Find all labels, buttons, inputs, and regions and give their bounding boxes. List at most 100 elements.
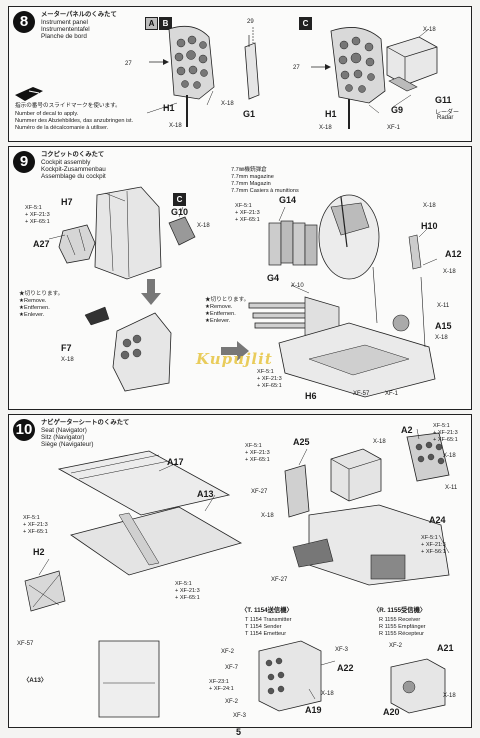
remove-note: ★切りとります。	[19, 291, 64, 297]
step-title-jp: メーターパネルのくみたて	[41, 11, 117, 18]
receiver-name: R 1155 Empfänger	[379, 624, 426, 630]
paint-mix-line: + XF-65:1	[175, 595, 200, 601]
paint-x18-callout: X-18	[221, 101, 234, 107]
paint-x18-callout: X-18	[423, 203, 436, 209]
step-title-fr: Assemblage du cockpit	[41, 173, 106, 180]
paint-xf2-callout: XF-2	[225, 699, 239, 705]
part-g1-label: G1	[243, 109, 256, 119]
paint-x18-callout: X-18	[443, 269, 456, 275]
part-a19-label: A19	[305, 705, 322, 715]
step-title-fr: Siège (Navigateur)	[41, 441, 94, 448]
transmitter-name: T 1154 Sender	[245, 624, 282, 630]
decal-note-en: Number of decal to apply.	[15, 111, 79, 117]
paint-mix-line: + XF-65:1	[235, 217, 260, 223]
paint-mix-line: XF-5:1	[23, 515, 40, 521]
variant-a-badge: A	[145, 17, 158, 30]
paint-xf27-callout: XF-27	[251, 489, 268, 495]
receiver-name: R 1155 Récepteur	[379, 631, 424, 637]
paint-mix-line: + XF-21:3	[421, 542, 446, 548]
part-a13-label: A13	[197, 489, 214, 499]
paint-mix-line: + XF-21:3	[235, 210, 260, 216]
step-title-de: Sitz (Navigator)	[41, 434, 85, 441]
step-title-de: Instrumententafel	[41, 26, 90, 33]
receiver-name: R 1155 Receiver	[379, 617, 421, 623]
step-9-panel: 9 コクピットのくみたて Cockpit assembly Kockpit-Zu…	[8, 146, 472, 410]
paint-x18-callout: X-18	[443, 453, 456, 459]
step-10-panel: 10 ナビゲーターシートのくみたて Seat (Navigator) Sitz …	[8, 414, 472, 728]
paint-mix-line: + XF-21:3	[433, 430, 458, 436]
magazine-label-fr: 7.7mm Casiers à munitions	[231, 188, 299, 194]
part-h2-label: H2	[33, 547, 45, 557]
decal-note-jp: 指示の番号のスライドマークを使います。	[15, 103, 121, 109]
step-title-jp: ナビゲーターシートのくみたて	[41, 419, 130, 426]
part-f7-label: F7	[61, 343, 72, 353]
step-number: 8	[13, 11, 35, 33]
radar-label-en: Radar	[437, 115, 454, 121]
part-h1-label: H1	[163, 103, 175, 113]
paint-xf57-callout: XF-57	[353, 391, 370, 397]
step-title-jp: コクピットのくみたて	[41, 151, 105, 158]
paint-mix-line: + XF-56:1	[421, 549, 446, 555]
paint-x18-callout: X-18	[319, 125, 332, 131]
paint-mix-line: + XF-21:3	[175, 588, 200, 594]
step-title-de: Kockpit-Zusammenbau	[41, 166, 106, 173]
paint-xf1-callout: XF-1	[385, 391, 399, 397]
part-a22-label: A22	[337, 663, 354, 673]
paint-xf2-callout: XF-2	[221, 649, 235, 655]
part-g14-label: G14	[279, 195, 297, 205]
step-8-panel: 8 メーターパネルのくみたて Instrument panel Instrume…	[8, 6, 472, 142]
part-h10-label: H10	[421, 221, 438, 231]
step-title-fr: Planche de bord	[41, 33, 87, 40]
paint-mix-line: + XF-21:3	[257, 376, 282, 382]
paint-x18-callout: X-18	[423, 27, 436, 33]
step-title-en: Instrument panel	[41, 19, 88, 26]
paint-mix-line: + XF-21:3	[25, 212, 50, 218]
part-h7-label: H7	[61, 197, 73, 207]
paint-xf1-callout: XF-1	[387, 125, 401, 131]
paint-xf3-callout: XF-3	[233, 713, 247, 719]
paint-mix-line: XF-5:1	[257, 369, 274, 375]
part-g10-label: G10	[171, 207, 189, 217]
step-number: 9	[13, 151, 35, 173]
paint-mix-line: XF-5:1	[245, 443, 262, 449]
part-27-callout: 27	[293, 65, 300, 71]
remove-note: ★Remove.	[19, 298, 47, 304]
variant-c-badge: C	[299, 17, 312, 30]
paint-mix-line: + XF-21:3	[245, 450, 270, 456]
paint-mix-line: XF-5:1	[235, 203, 252, 209]
variant-c-badge: C	[173, 193, 186, 206]
part-29-callout: 29	[247, 19, 254, 25]
paint-x11-callout: X-11	[445, 485, 458, 491]
paint-x18-callout: X-18	[261, 513, 274, 519]
paint-xf3-callout: XF-3	[335, 647, 349, 653]
paint-mix-line: + XF-65:1	[433, 437, 458, 443]
remove-note: ★Enlever.	[19, 312, 45, 318]
part-a13-reference: 〈A13〉	[23, 677, 48, 684]
paint-mix-line: + XF-65:1	[245, 457, 270, 463]
paint-mix-line: + XF-65:1	[23, 529, 48, 535]
part-a15-label: A15	[435, 321, 452, 331]
paint-x18-callout: X-18	[373, 439, 386, 445]
magazine-label-en: 7.7mm magazine	[231, 174, 274, 180]
cockpit-assembly-diagram	[48, 186, 438, 398]
receiver-title: 〈R. 1155受信機〉	[373, 607, 427, 614]
part-a2-label: A2	[401, 425, 413, 435]
page-number: 5	[236, 727, 242, 737]
paint-mix-line: XF-5:1	[175, 581, 192, 587]
paint-mix-line: XF-23:1	[209, 679, 229, 685]
variant-b-badge: B	[159, 17, 172, 30]
part-g11-label: G11	[435, 95, 452, 105]
part-g4-label: G4	[267, 273, 280, 283]
transmitter-name: T 1154 Emetteur	[245, 631, 287, 637]
paint-x18-callout: X-18	[197, 223, 210, 229]
radar-label-jp: レーダー	[435, 110, 460, 116]
paint-mix-line: + XF-65:1	[25, 219, 50, 225]
remove-note: ★Remove.	[205, 304, 233, 310]
decal-note-fr: Numéro de la décalcomanie à utiliser.	[15, 125, 109, 131]
part-g9-label: G9	[391, 105, 404, 115]
transmitter-name: T 1154 Transmitter	[245, 617, 292, 623]
step-title-en: Seat (Navigator)	[41, 427, 87, 434]
remove-note: ★Entfernen.	[205, 311, 236, 317]
paint-mix-line: + XF-24:1	[209, 686, 234, 692]
